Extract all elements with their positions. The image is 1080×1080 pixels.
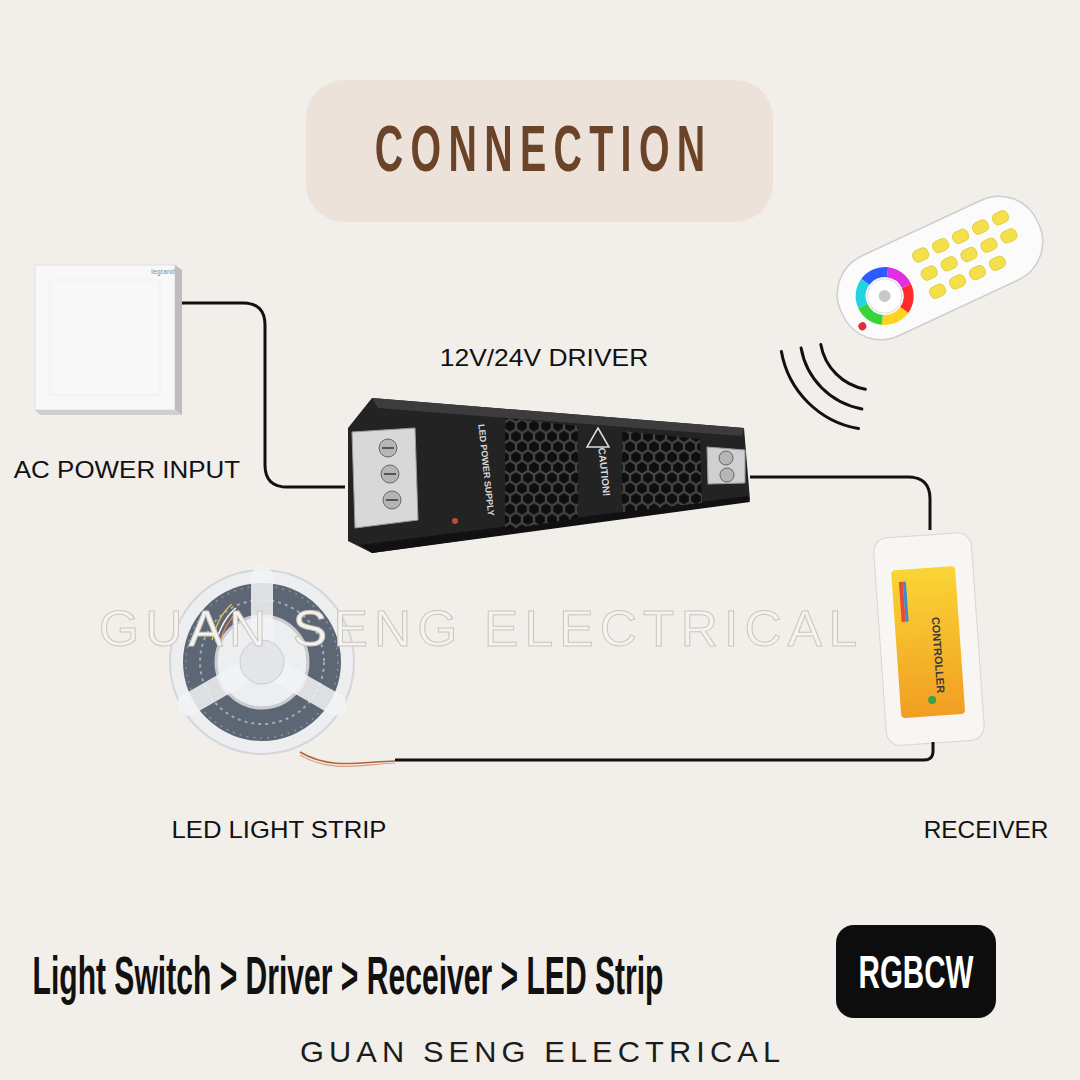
led-strip-node: LED LIGHT STRIP — [170, 565, 395, 770]
remote-button — [979, 236, 999, 254]
wheel-segment — [853, 264, 917, 328]
input-terminal — [352, 428, 418, 528]
wheel-segment — [853, 264, 917, 328]
wheel-center — [862, 273, 907, 318]
node-label: AC POWER INPUT — [14, 456, 240, 484]
light-switch — [35, 265, 182, 415]
remote-button — [959, 246, 979, 264]
brand-mark: legrand — [151, 268, 174, 276]
device-text: CAUTION! — [596, 447, 613, 497]
watermark: GUAN SENG ELECTRICAL — [93, 601, 863, 659]
device-text: LED POWER SUPPLY — [476, 424, 496, 517]
remote-button — [948, 273, 968, 291]
wire — [395, 742, 933, 760]
remote-button — [968, 264, 988, 282]
driver-body — [348, 398, 750, 553]
remote-button — [951, 228, 971, 246]
wheel-segment — [853, 264, 917, 328]
wheel-segment — [853, 264, 917, 328]
title-pill: CONNECTION — [306, 80, 773, 222]
color-stripe — [903, 582, 909, 622]
switch-plate — [35, 265, 175, 410]
receiver-unit — [873, 532, 985, 746]
wheel-button — [877, 288, 893, 304]
switch-rocker — [50, 280, 160, 395]
switch-bevel — [35, 410, 182, 415]
switch-bevel — [175, 265, 182, 415]
caution-symbol — [587, 428, 609, 447]
remote-button — [928, 282, 948, 300]
output-terminal — [707, 447, 745, 484]
led-driver — [348, 398, 750, 553]
footer-brand: GUAN SENG ELECTRICAL — [295, 1035, 785, 1070]
led-strip-reel — [170, 570, 395, 767]
indicator-dot — [452, 518, 458, 524]
vent-grille — [622, 431, 702, 512]
remote-button — [999, 227, 1019, 245]
remote-button — [991, 209, 1011, 227]
title: CONNECTION — [367, 113, 712, 187]
remote-control — [824, 182, 1057, 353]
node-label: LED LIGHT STRIP — [172, 816, 387, 844]
strip-lead — [300, 755, 395, 767]
terminal-screw — [720, 468, 734, 482]
remote-button — [919, 264, 939, 282]
vent-grille — [505, 418, 578, 530]
badge-text: RGBCW — [859, 946, 974, 999]
wheel-segment — [853, 264, 917, 328]
wheel-segment — [853, 264, 917, 328]
remote-body — [824, 182, 1057, 353]
terminal-screw — [719, 451, 733, 465]
remote-button — [971, 218, 991, 236]
signal-waves — [781, 345, 865, 429]
button-grid — [911, 209, 1027, 300]
power-button — [857, 321, 868, 332]
reel-flange — [170, 570, 354, 754]
driver-node: 12V/24V DRIVER — [345, 398, 750, 553]
signal-wave — [801, 348, 862, 409]
receiver-sticker — [891, 566, 965, 718]
receiver-body — [873, 532, 985, 746]
remote-button — [931, 237, 951, 255]
remote-button — [939, 255, 959, 273]
light-switch-node: AC POWER INPUT — [35, 265, 182, 415]
wire — [750, 477, 930, 530]
node-label: 12V/24V DRIVER — [440, 344, 648, 372]
device-text: CONTROLLER — [929, 616, 947, 693]
signal-wave — [821, 345, 866, 390]
color-wheel — [853, 264, 917, 328]
screw-slot — [382, 448, 398, 500]
caption: Light Switch > Driver > Receiver > LED S… — [32, 944, 663, 1006]
signal-wave — [781, 352, 858, 429]
receiver-mark — [928, 696, 937, 705]
node-label: RECEIVER — [924, 816, 1049, 844]
badge: RGBCW — [836, 925, 996, 1018]
remote-button — [911, 246, 931, 264]
remote-button — [988, 254, 1008, 272]
